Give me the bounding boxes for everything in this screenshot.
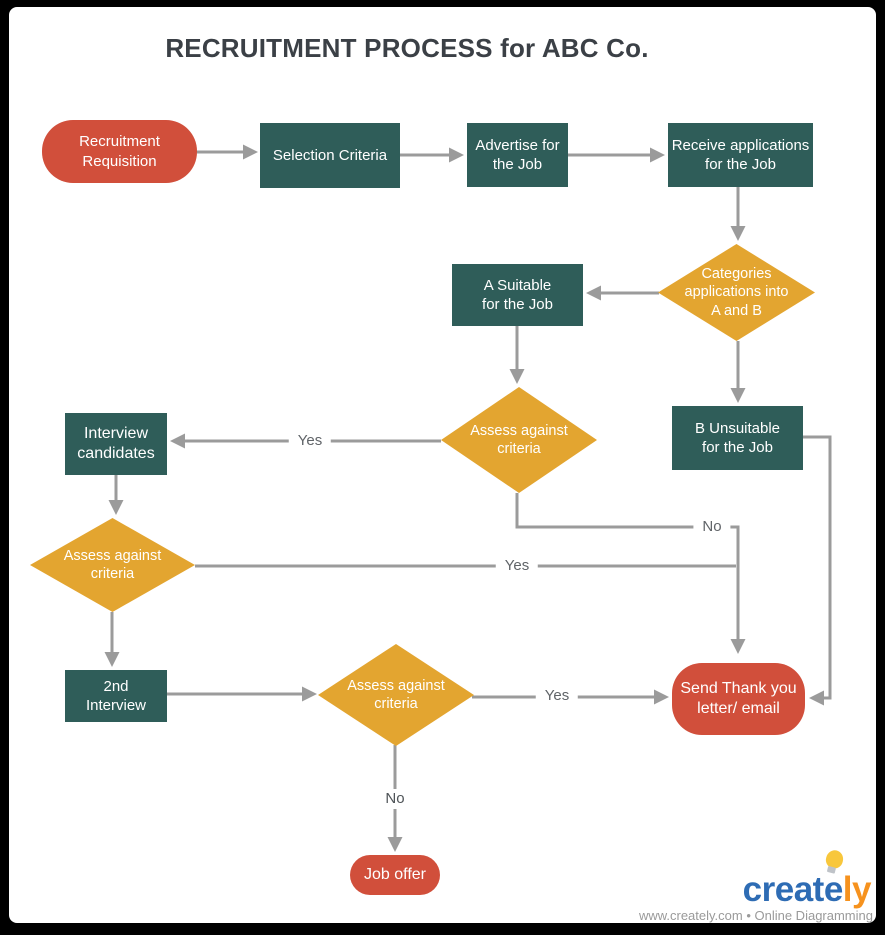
node-b-unsuitable: B Unsuitable for the Job (672, 406, 803, 470)
edge-label-assess3-no: No (376, 789, 414, 809)
node-label: Advertise for the Job (475, 136, 560, 173)
node-receive-applications: Receive applications for the Job (668, 123, 813, 187)
node-assess-criteria-2: Assess against criteria (30, 518, 195, 612)
edge-b-unsuitable-to-send (803, 435, 832, 706)
node-label: Recruitment Requisition (79, 133, 160, 170)
node-a-suitable: A Suitable for the Job (452, 264, 583, 326)
node-label: Assess against criteria (63, 547, 162, 582)
node-label: Assess against criteria (470, 422, 568, 457)
node-second-interview: 2nd Interview (65, 670, 167, 722)
node-selection-criteria: Selection Criteria (260, 123, 400, 188)
node-recruitment-requisition: Recruitment Requisition (42, 120, 197, 183)
creately-logo-text-blue: create (742, 870, 844, 909)
node-advertise-job: Advertise for the Job (467, 123, 568, 187)
node-label: Receive applications for the Job (671, 136, 810, 173)
node-label: Send Thank you letter/ email (680, 679, 797, 717)
edge-label-assess1-yes: Yes (288, 431, 332, 451)
node-job-offer: Job offer (350, 855, 440, 895)
node-label: A Suitable for the Job (482, 276, 553, 313)
node-categorize-applications: Categories applications into A and B (658, 244, 815, 341)
creately-tagline: www.creately.com • Online Diagramming (638, 908, 873, 923)
node-interview-candidates: Interview candidates (65, 413, 167, 475)
edge-label-assess2-yes: Yes (495, 556, 539, 576)
node-label: Categories applications into A and B (684, 265, 789, 319)
creately-logo-text-orange: ly (842, 870, 872, 909)
node-label: Assess against criteria (347, 677, 445, 712)
creately-logo: creately (742, 870, 872, 909)
diagram-title: RECRUITMENT PROCESS for ABC Co. (165, 33, 649, 63)
node-assess-criteria-1: Assess against criteria (441, 387, 597, 493)
node-label: Interview candidates (77, 424, 155, 462)
node-label: Job offer (364, 865, 426, 883)
node-label: Selection Criteria (272, 146, 388, 164)
edge-label-assess1-no: No (693, 517, 731, 537)
edge-label-assess3-yes: Yes (535, 686, 579, 706)
node-label: 2nd Interview (85, 677, 147, 714)
node-send-thank-you: Send Thank you letter/ email (672, 663, 805, 735)
lightbulb-base (826, 865, 837, 874)
node-assess-criteria-3: Assess against criteria (318, 644, 474, 746)
node-label: B Unsuitable for the Job (694, 419, 781, 456)
